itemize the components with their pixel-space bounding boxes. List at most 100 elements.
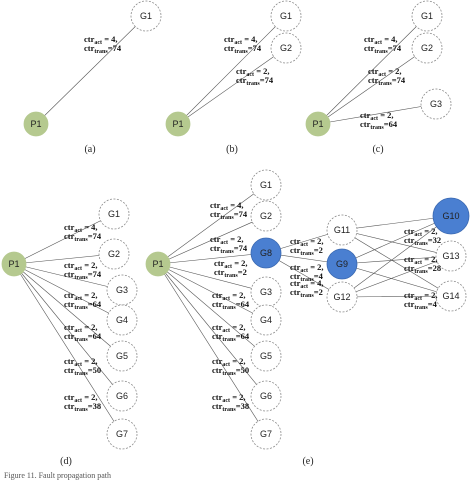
ctr-trans-label: ctrtrans=64 xyxy=(360,119,398,131)
node-circle xyxy=(326,281,358,313)
node-circle xyxy=(432,197,470,235)
node-g3: G3 xyxy=(420,88,452,120)
node-g1: G1 xyxy=(411,0,443,32)
node-label: G1 xyxy=(108,209,120,219)
node-g5: G5 xyxy=(106,340,138,372)
edge-label: ctract = 2,ctrtrans=74 xyxy=(210,234,248,255)
node-circle xyxy=(98,198,130,230)
edge-label: ctract = 2,ctrtrans=64 xyxy=(64,290,102,311)
node-p1: P1 xyxy=(145,251,171,277)
node-label: G1 xyxy=(421,11,433,21)
ctr-trans-label: ctrtrans=50 xyxy=(64,365,101,377)
edge-p1-g1 xyxy=(177,15,287,125)
node-label: G2 xyxy=(108,249,120,259)
edge-g12-g14 xyxy=(341,295,452,298)
edge-p1-g1 xyxy=(317,15,428,125)
edge-label: ctract = 2,ctrtrans=4 xyxy=(290,262,324,283)
ctr-trans-label: ctrtrans=2 xyxy=(214,267,247,279)
ctr-trans-label: ctrtrans=74 xyxy=(236,75,274,87)
ctr-act-label: ctract = 2, xyxy=(64,322,98,334)
node-circle xyxy=(250,340,282,372)
node-g2: G2 xyxy=(250,200,282,232)
node-p1: P1 xyxy=(165,111,191,137)
node-circle xyxy=(250,276,282,308)
edge-label: ctract = 2,ctrtrans=74 xyxy=(236,66,274,87)
node-label: G6 xyxy=(116,391,128,401)
node-label: G12 xyxy=(333,292,350,302)
panel-label: (c) xyxy=(372,144,383,155)
node-circle xyxy=(326,248,358,280)
edge-p1-g7 xyxy=(13,263,123,435)
edge-p1-g2 xyxy=(13,253,115,265)
ctr-trans-label: ctrtrans=2 xyxy=(290,287,323,299)
node-circle xyxy=(1,251,27,277)
node-p1: P1 xyxy=(1,251,27,277)
ctr-trans-label: ctrtrans=28 xyxy=(404,263,441,275)
ctr-trans-label: ctrtrans=74 xyxy=(64,269,102,281)
ctr-trans-label: ctrtrans=2 xyxy=(290,245,323,257)
node-label: G9 xyxy=(336,259,348,269)
node-circle xyxy=(250,200,282,232)
ctr-trans-label: ctrtrans=4 xyxy=(290,271,324,283)
ctr-trans-label: ctrtrans=64 xyxy=(64,299,102,311)
ctr-trans-label: ctrtrans=74 xyxy=(210,243,248,255)
ctr-act-label: ctract = 2, xyxy=(404,226,438,238)
node-label: G5 xyxy=(116,351,128,361)
edge-p1-g4 xyxy=(13,263,123,321)
node-g2: G2 xyxy=(270,32,302,64)
panel-label: (b) xyxy=(226,144,238,155)
node-circle xyxy=(106,340,138,372)
edge-g9-g14 xyxy=(341,263,452,297)
ctr-act-label: ctract = 2, xyxy=(212,392,246,404)
node-g4: G4 xyxy=(106,304,138,336)
node-circle xyxy=(130,0,162,32)
edge-label: ctract = 2,ctrtrans=64 xyxy=(212,322,250,343)
node-label: G2 xyxy=(280,43,292,53)
node-circle xyxy=(165,111,191,137)
edge-g11-g14 xyxy=(341,229,452,297)
edge-label: ctract = 2,ctrtrans=74 xyxy=(368,66,406,87)
node-g6: G6 xyxy=(250,380,282,412)
edge-label: ctract = 4,ctrtrans=74 xyxy=(64,222,102,243)
ctr-act-label: ctract = 2, xyxy=(212,290,246,302)
node-p1: P1 xyxy=(23,111,49,137)
edge-p1-g2 xyxy=(177,47,287,125)
node-label: G13 xyxy=(442,251,459,261)
edge-p1-g3 xyxy=(13,263,123,291)
node-g9: G9 xyxy=(326,248,358,280)
node-circle xyxy=(420,88,452,120)
node-g11: G11 xyxy=(326,214,358,246)
node-circle xyxy=(270,32,302,64)
node-label: G2 xyxy=(260,211,272,221)
node-g4: G4 xyxy=(250,304,282,336)
node-p1: P1 xyxy=(305,111,331,137)
ctr-trans-label: ctrtrans=74 xyxy=(224,43,262,55)
ctr-trans-label: ctrtrans=4 xyxy=(404,299,438,311)
node-circle xyxy=(145,251,171,277)
edge-label: ctract = 2,ctrtrans=50 xyxy=(64,356,101,377)
edge-g12-g13 xyxy=(341,255,452,298)
edge-p1-g1 xyxy=(157,184,267,265)
ctr-trans-label: ctrtrans=38 xyxy=(212,401,249,413)
edge-p1-g1 xyxy=(13,213,115,265)
ctr-act-label: ctract = 2, xyxy=(404,290,438,302)
ctr-trans-label: ctrtrans=74 xyxy=(64,231,102,243)
node-circle xyxy=(250,237,282,269)
edge-label: ctract = 4,ctrtrans=74 xyxy=(224,34,262,55)
node-label: G4 xyxy=(260,315,272,325)
edge-label: ctract = 2,ctrtrans=38 xyxy=(212,392,249,413)
node-label: G3 xyxy=(430,99,442,109)
ctr-act-label: ctract = 2, xyxy=(404,254,438,266)
node-circle xyxy=(305,111,331,137)
edge-label: ctract = 2,ctrtrans=64 xyxy=(212,290,250,311)
node-label: P1 xyxy=(30,119,41,129)
ctr-act-label: ctract = 4, xyxy=(364,34,398,46)
edge-p1-g5 xyxy=(157,263,267,357)
node-circle xyxy=(106,380,138,412)
node-circle xyxy=(23,111,49,137)
edge-p1-g1 xyxy=(35,15,147,125)
node-g1: G1 xyxy=(250,169,282,201)
node-g7: G7 xyxy=(106,418,138,450)
edge-label: ctract = 2,ctrtrans=64 xyxy=(360,110,398,131)
